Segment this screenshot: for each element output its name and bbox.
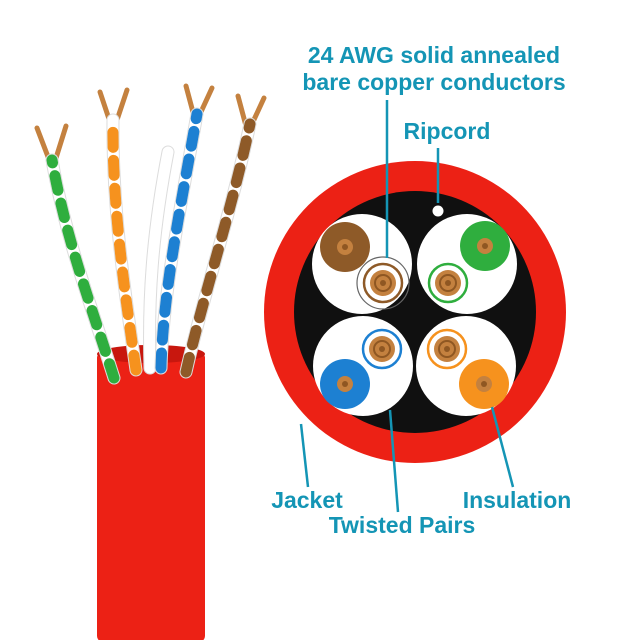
pair-window-green [417, 214, 517, 314]
label-jacket: Jacket [271, 487, 343, 513]
pair-window-blue [313, 316, 413, 416]
callout-line-jacket [299, 423, 310, 488]
copper-tip [53, 123, 69, 161]
callout-line-insulation [490, 406, 515, 488]
pair-window-orange [416, 316, 516, 416]
label-ripcord: Ripcord [404, 118, 491, 144]
label-twisted-pairs: Twisted Pairs [329, 512, 476, 538]
ripcord-dot [432, 205, 444, 217]
twisted-pair-brown [179, 93, 267, 379]
label-conductors-line1: 24 AWG solid annealed [308, 42, 560, 68]
white-filler-strand [143, 145, 175, 375]
twisted-pair-green [34, 123, 121, 385]
diagram-labels: 24 AWG solid annealed bare copper conduc… [271, 42, 571, 538]
copper-tip [114, 87, 130, 123]
callout-lines [299, 100, 515, 513]
copper-tip [197, 85, 215, 117]
cable-cross-section [264, 161, 566, 463]
label-conductors-line2: bare copper conductors [302, 69, 565, 95]
conductor-target-ring [356, 256, 410, 310]
callout-line-twisted-pairs [388, 409, 400, 513]
twisted-pair-blue [154, 83, 215, 375]
twisted-pair-orange [97, 87, 143, 377]
cable-assembly [34, 83, 267, 640]
label-insulation: Insulation [463, 487, 572, 513]
pair-window-brown [312, 214, 412, 314]
cable-jacket-body [97, 352, 205, 640]
